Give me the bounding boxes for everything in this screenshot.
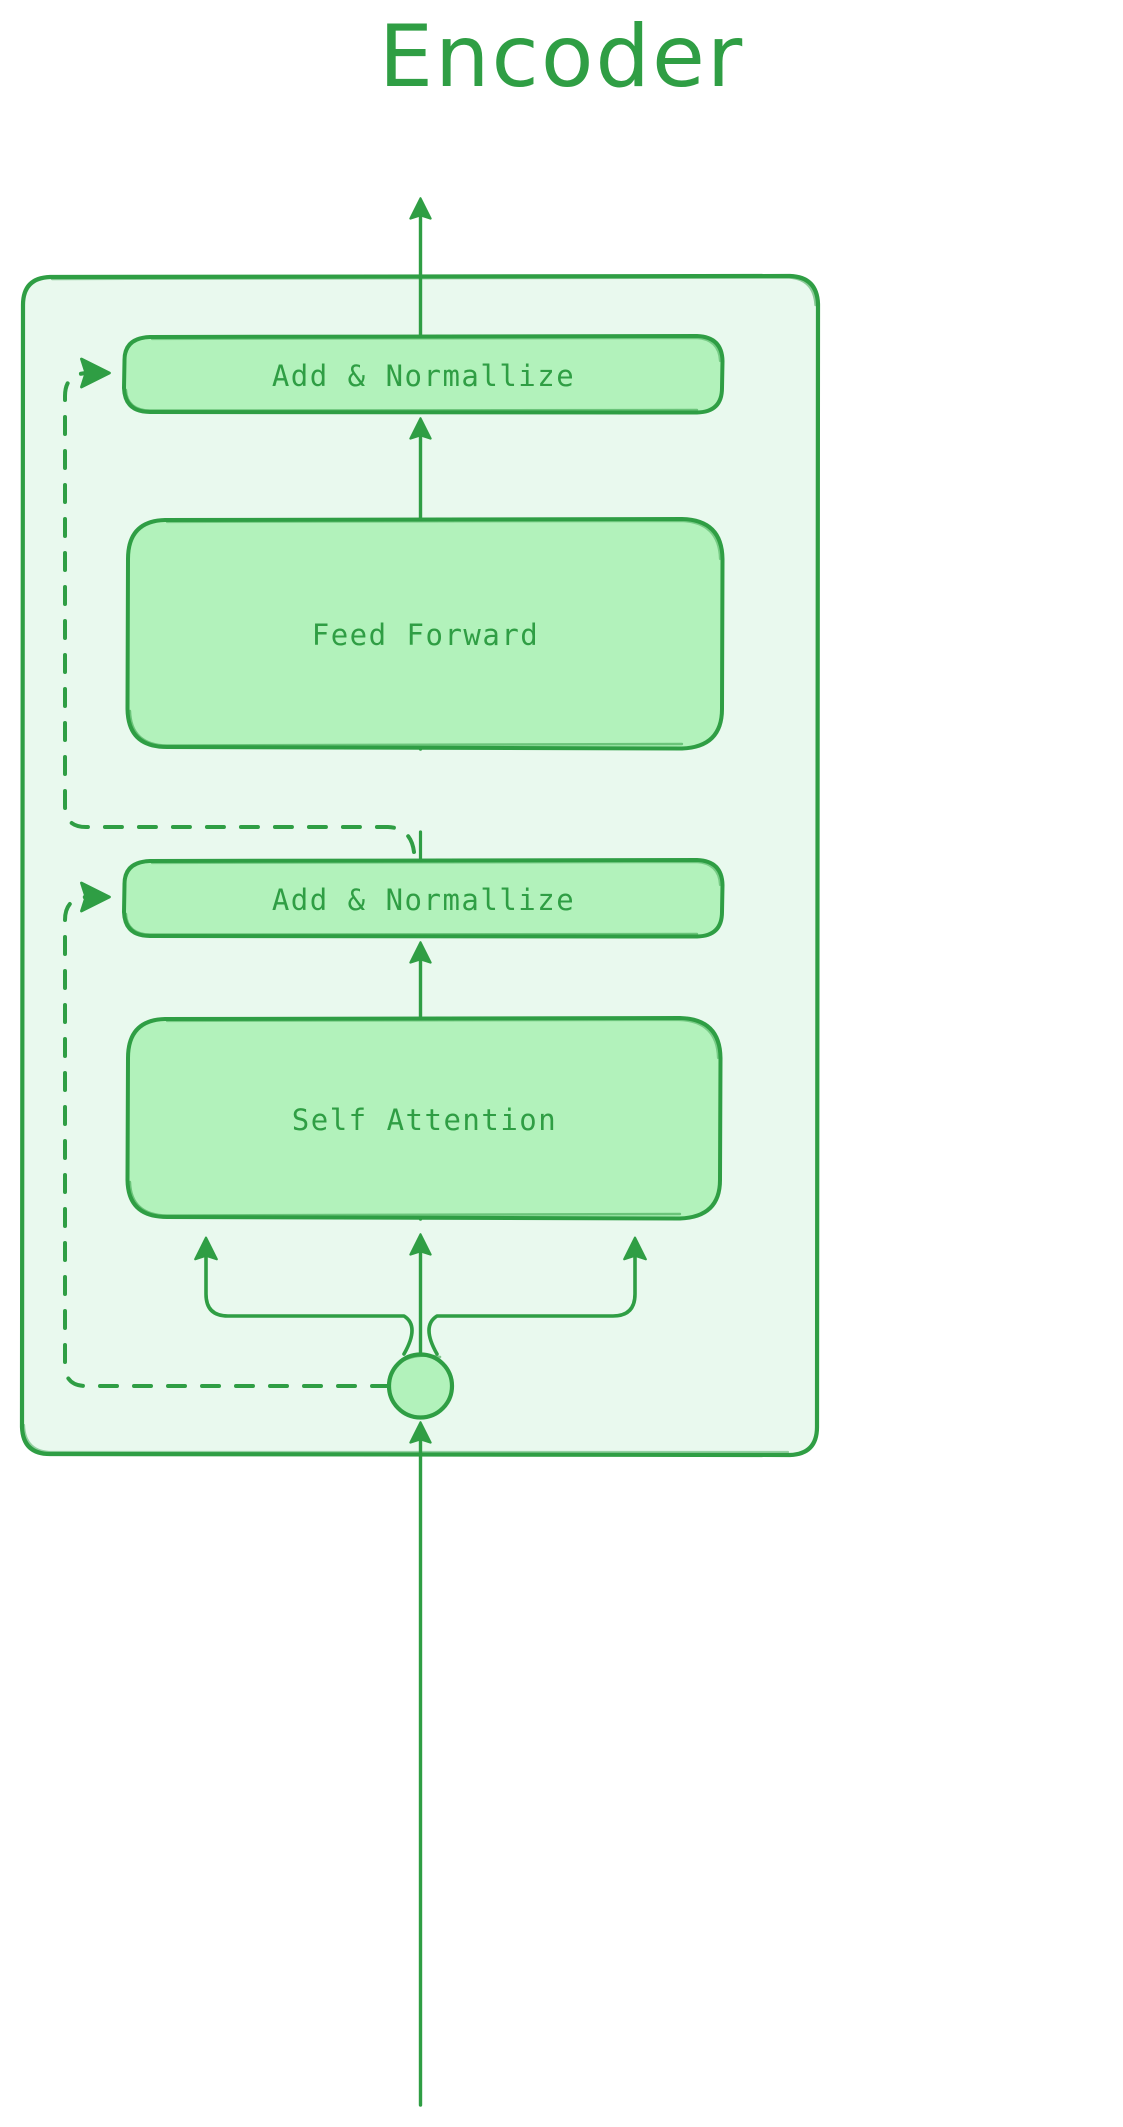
node-add-norm-top[interactable] bbox=[122, 334, 725, 415]
node-input-junction[interactable] bbox=[386, 1352, 455, 1420]
hit-self-attention[interactable] bbox=[128, 1018, 721, 1219]
hit-input-junction[interactable] bbox=[389, 1354, 453, 1418]
edge-junction-to-self-attention bbox=[194, 1233, 647, 1356]
node-self-attention[interactable] bbox=[125, 1016, 723, 1221]
hit-add-norm-bottom[interactable] bbox=[124, 860, 723, 938]
hit-feed-forward[interactable] bbox=[128, 519, 723, 749]
node-add-norm-bottom[interactable] bbox=[122, 858, 725, 939]
hit-add-norm-top[interactable] bbox=[124, 336, 723, 414]
edge-residual-lower bbox=[63, 881, 391, 1388]
node-feed-forward[interactable] bbox=[125, 517, 725, 751]
page-title: Encoder bbox=[378, 7, 745, 107]
